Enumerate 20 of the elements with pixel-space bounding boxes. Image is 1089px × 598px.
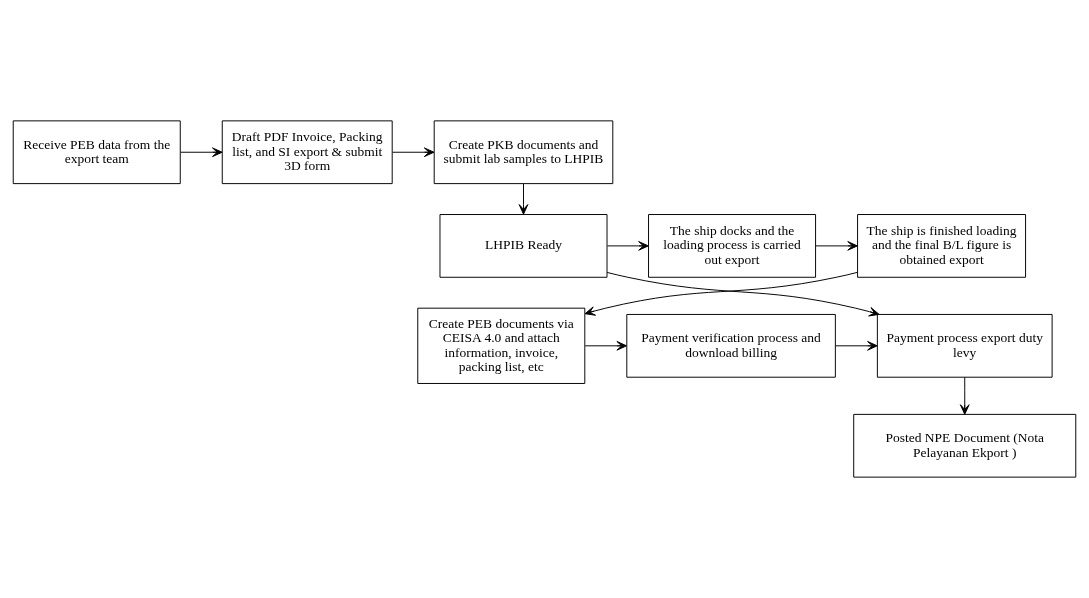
arrow: [815, 241, 858, 251]
node-box: Payment process export duty levy: [876, 313, 1053, 378]
arrow: [180, 147, 223, 158]
node-box: Payment verification process and download billing: [626, 313, 836, 378]
arrow: [606, 271, 880, 317]
arrow: [584, 271, 858, 316]
node-box: The ship docks and the loading process is carried out export: [648, 214, 817, 278]
arrow: [518, 183, 529, 215]
arrow: [835, 341, 878, 351]
node-box: Create PEB documents via CEISA 4.0 and attach information, invoice, packing list, etc: [417, 307, 586, 384]
arrow: [959, 376, 970, 415]
node-box: Create PKB documents and submit lab samples to LHPIB: [433, 120, 614, 185]
node-box: The ship is finished loading and the final B/L figure is obtained export: [857, 214, 1027, 278]
node-box: LHPIB Ready: [439, 214, 608, 278]
arrow: [584, 341, 627, 351]
arrow: [606, 241, 649, 251]
node-box: Receive PEB data from the export team: [12, 120, 181, 185]
node-box: Posted NPE Document (Nota Pelayanan Ekport ): [853, 413, 1077, 478]
node-box: Draft PDF Invoice, Packing list, and SI export & submit 3D form: [221, 120, 393, 185]
arrow: [392, 147, 435, 158]
